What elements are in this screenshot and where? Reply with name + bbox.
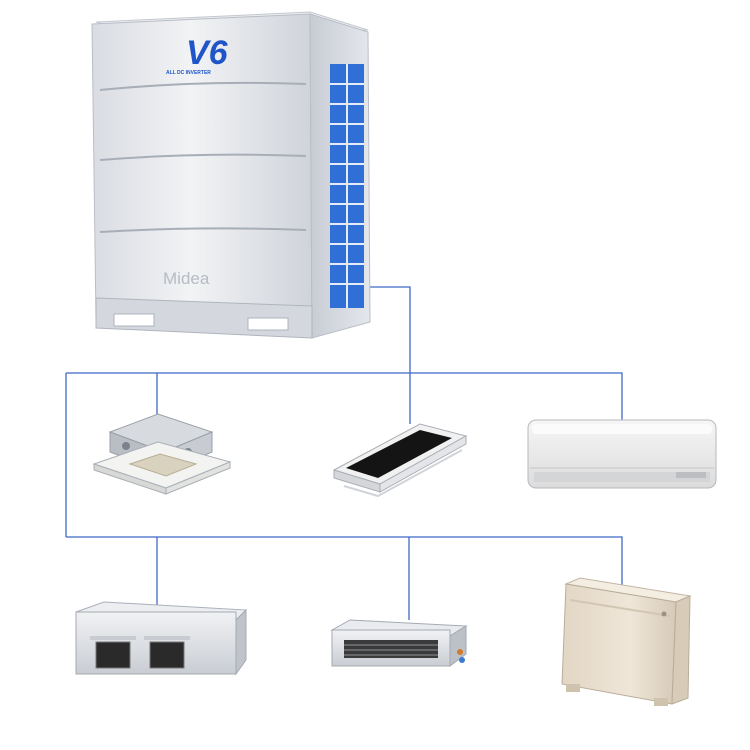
vrf-outdoor-unit-icon: V6 ALL DC INVERTER Midea <box>91 11 371 339</box>
slim-duct-icon <box>330 619 468 667</box>
refrigerant-pipe-network <box>65 286 623 620</box>
main-pipe-riser <box>366 286 411 424</box>
four-way-cassette-icon <box>92 413 232 495</box>
high-static-duct-icon <box>75 601 248 676</box>
brand-logo: Midea <box>163 269 210 288</box>
wall-mounted-split-icon <box>527 419 717 489</box>
v6-badge-text: V6 <box>186 34 229 72</box>
v6-badge-tagline: ALL DC INVERTER <box>166 70 211 76</box>
floor-standing-console-icon <box>561 577 692 706</box>
one-way-cassette-icon <box>332 423 468 498</box>
v6-badge: V6 ALL DC INVERTER <box>166 34 229 76</box>
upper-branch-header <box>66 372 623 420</box>
lower-branch-header <box>66 536 623 590</box>
